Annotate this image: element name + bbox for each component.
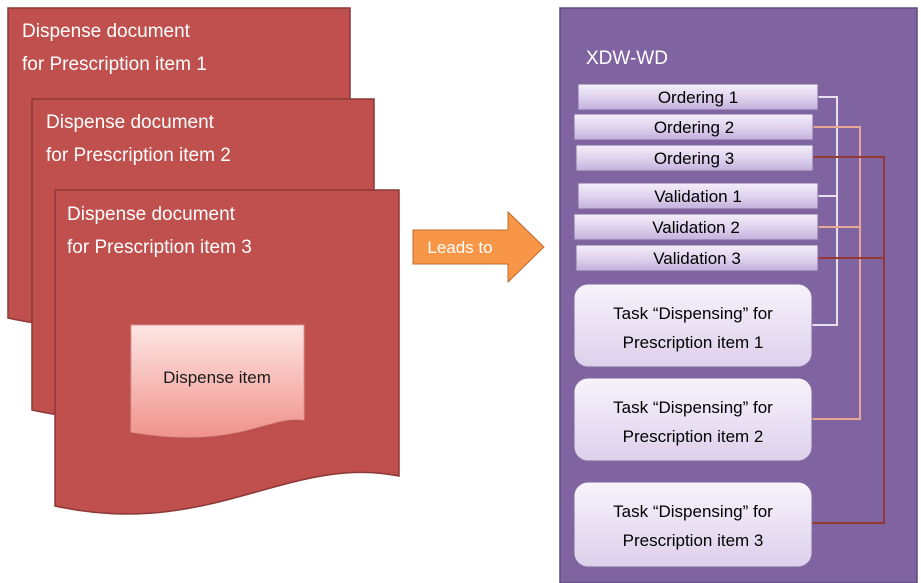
task-dispensing-1: Task “Dispensing” for Prescription item … [573,283,813,368]
dispense-item-shape [130,324,305,438]
document-label-line2: for Prescription item 1 [22,54,207,75]
task-label-line2: Prescription item 3 [623,531,764,550]
document-label-line2: for Prescription item 3 [67,237,252,258]
validation-label: Validation 3 [653,249,741,268]
arrow-shape [412,210,545,284]
arrow-label: Leads to [427,238,492,257]
document-label-line1: Dispense document [67,204,236,225]
dispense-item-label: Dispense item [163,368,271,387]
ordering-label: Ordering 1 [658,88,738,107]
xdw-wd-panel: XDW-WD Ordering 1 Ordering 2 Ordering 3 [559,7,918,583]
validation-bar-3: Validation 3 [575,244,819,272]
leads-to-arrow: Leads to [412,210,545,284]
ordering-bar-1: Ordering 1 [577,83,819,111]
document-label-line1: Dispense document [46,112,215,133]
validation-bar-1: Validation 1 [577,182,819,210]
connectors-item-2 [812,126,861,420]
panel-title: XDW-WD [586,48,668,69]
ordering-bar-2: Ordering 2 [573,113,814,141]
task-label-line1: Task “Dispensing” for [613,502,773,521]
validation-label: Validation 1 [654,187,742,206]
task-dispensing-3: Task “Dispensing” for Prescription item … [573,481,813,568]
connectors-item-3 [812,156,885,524]
connectors-item-1 [812,96,838,326]
task-dispensing-2: Task “Dispensing” for Prescription item … [573,377,813,462]
task-label-line1: Task “Dispensing” for [613,304,773,323]
dispense-item: Dispense item [130,324,305,438]
task-label-line1: Task “Dispensing” for [613,398,773,417]
ordering-bar-3: Ordering 3 [575,144,814,172]
document-label-line2: for Prescription item 2 [46,145,231,166]
validation-label: Validation 2 [652,218,740,237]
validation-bar-2: Validation 2 [573,213,819,241]
ordering-label: Ordering 3 [654,149,734,168]
task-label-line2: Prescription item 1 [623,333,764,352]
task-label-line2: Prescription item 2 [623,427,764,446]
document-label-line1: Dispense document [22,21,191,42]
ordering-label: Ordering 2 [654,118,734,137]
dispense-document-3: Dispense document for Prescription item … [54,189,400,515]
